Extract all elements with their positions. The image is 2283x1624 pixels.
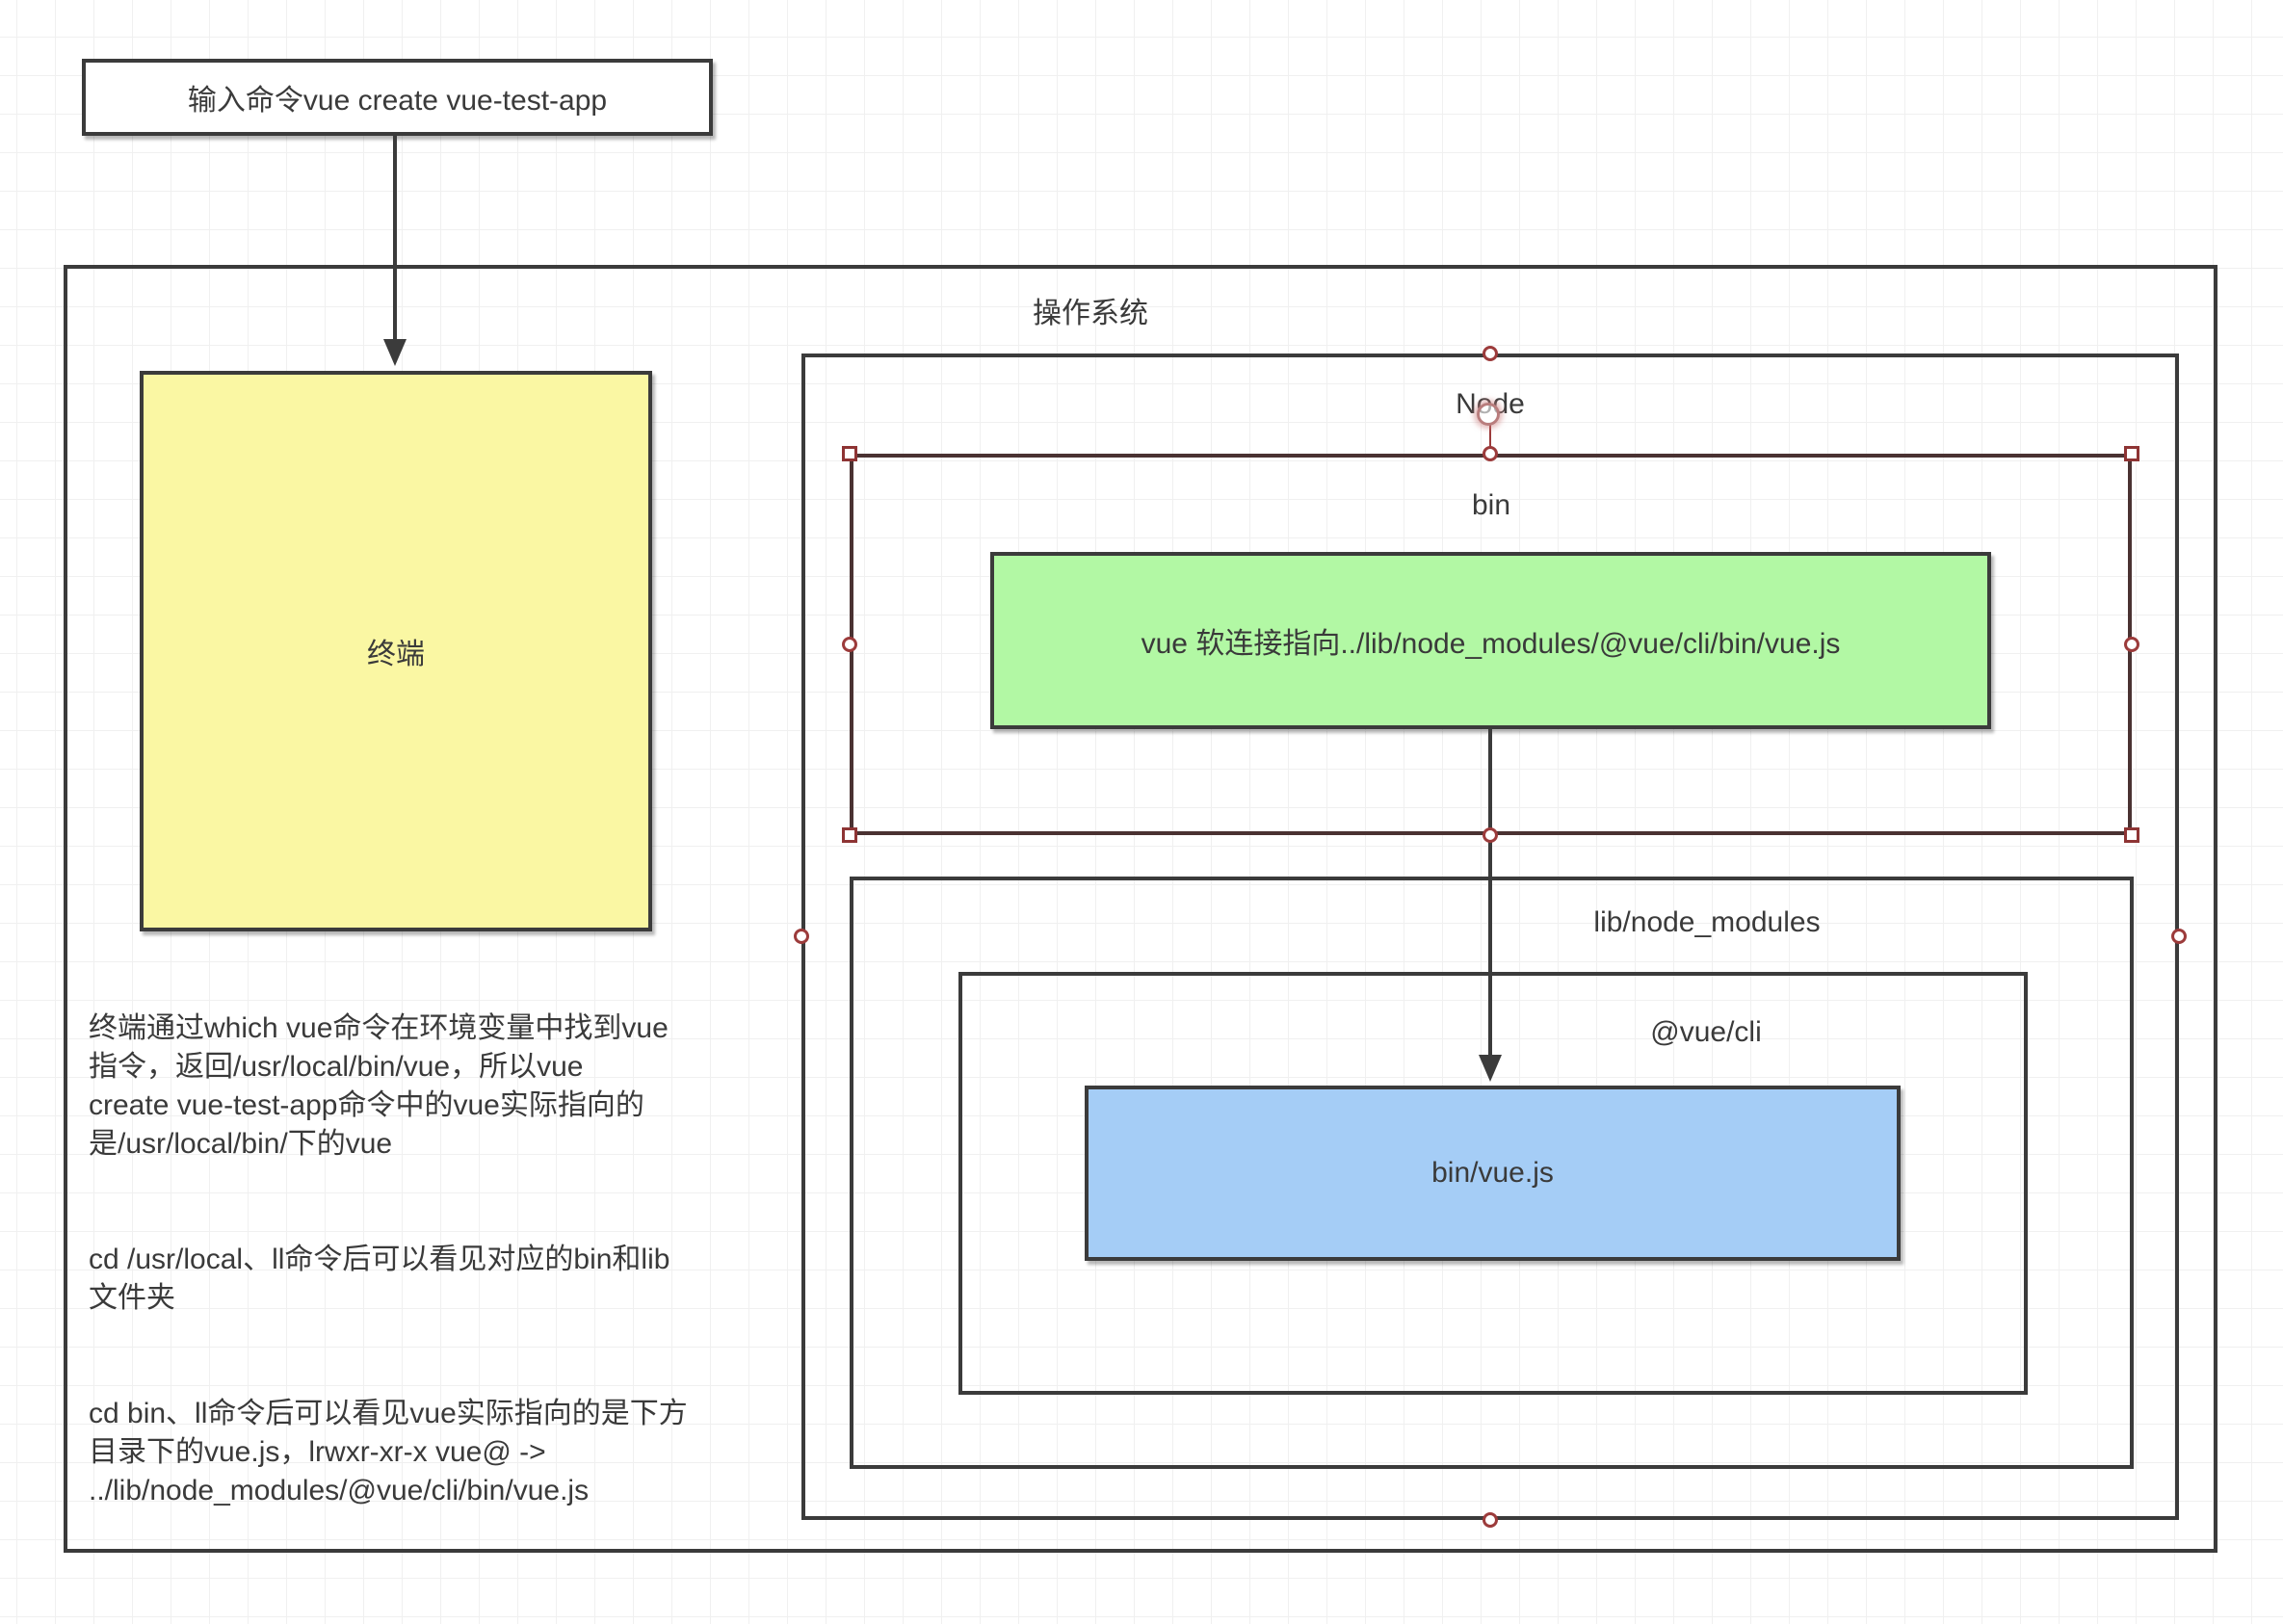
bin-handle-top-left[interactable]	[842, 446, 857, 461]
arrow-command-to-terminal-head	[383, 339, 407, 366]
os-container-label: 操作系统	[1033, 298, 1148, 329]
notes-text-block[interactable]: 终端通过which vue命令在环境变量中找到vue 指令，返回/usr/loc…	[89, 971, 782, 1587]
command-box-label: 输入命令vue create vue-test-app	[187, 85, 608, 117]
command-box[interactable]: 输入命令vue create vue-test-app	[82, 59, 713, 136]
arrow-symlink-to-vuejs-line[interactable]	[1488, 729, 1492, 1057]
bin-handle-bottom-left[interactable]	[842, 827, 857, 843]
symlink-box[interactable]: vue 软连接指向../lib/node_modules/@vue/cli/bi…	[990, 552, 1991, 729]
terminal-box[interactable]: 终端	[140, 371, 652, 931]
vue-js-box[interactable]: bin/vue.js	[1085, 1086, 1901, 1261]
bin-handle-bottom-mid[interactable]	[1483, 827, 1498, 843]
os-container[interactable]	[64, 265, 2217, 1553]
bin-handle-top-mid[interactable]	[1483, 446, 1498, 461]
bin-handle-right-mid[interactable]	[2124, 637, 2139, 652]
notes-paragraph-2: cd /usr/local、ll命令后可以看见对应的bin和lib 文件夹	[89, 1244, 670, 1314]
node-anchor-right-icon[interactable]	[2171, 929, 2187, 944]
lib-node-modules-label: lib/node_modules	[1593, 906, 1821, 938]
terminal-box-label: 终端	[367, 639, 425, 670]
bin-handle-bottom-right[interactable]	[2124, 827, 2139, 843]
vue-js-box-label: bin/vue.js	[1431, 1157, 1554, 1189]
node-anchor-top-icon[interactable]	[1483, 346, 1498, 361]
vue-cli-container[interactable]	[958, 972, 2028, 1395]
symlink-box-label: vue 软连接指向../lib/node_modules/@vue/cli/bi…	[1141, 628, 1841, 660]
arrow-command-to-terminal-line[interactable]	[393, 136, 397, 341]
arrow-symlink-to-vuejs-head	[1479, 1055, 1502, 1082]
notes-paragraph-1: 终端通过which vue命令在环境变量中找到vue 指令，返回/usr/loc…	[89, 1012, 669, 1160]
node-anchor-bottom-icon[interactable]	[1483, 1512, 1498, 1528]
notes-paragraph-3: cd bin、ll命令后可以看见vue实际指向的是下方 目录下的vue.js，l…	[89, 1398, 688, 1506]
rotate-handle-stem	[1489, 424, 1491, 451]
bin-container-label: bin	[1471, 489, 1511, 521]
vue-cli-label: @vue/cli	[1650, 1016, 1762, 1048]
bin-handle-top-right[interactable]	[2124, 446, 2139, 461]
rotate-handle-icon[interactable]	[1477, 403, 1500, 426]
bin-handle-left-mid[interactable]	[842, 637, 857, 652]
node-anchor-left-icon[interactable]	[794, 929, 809, 944]
